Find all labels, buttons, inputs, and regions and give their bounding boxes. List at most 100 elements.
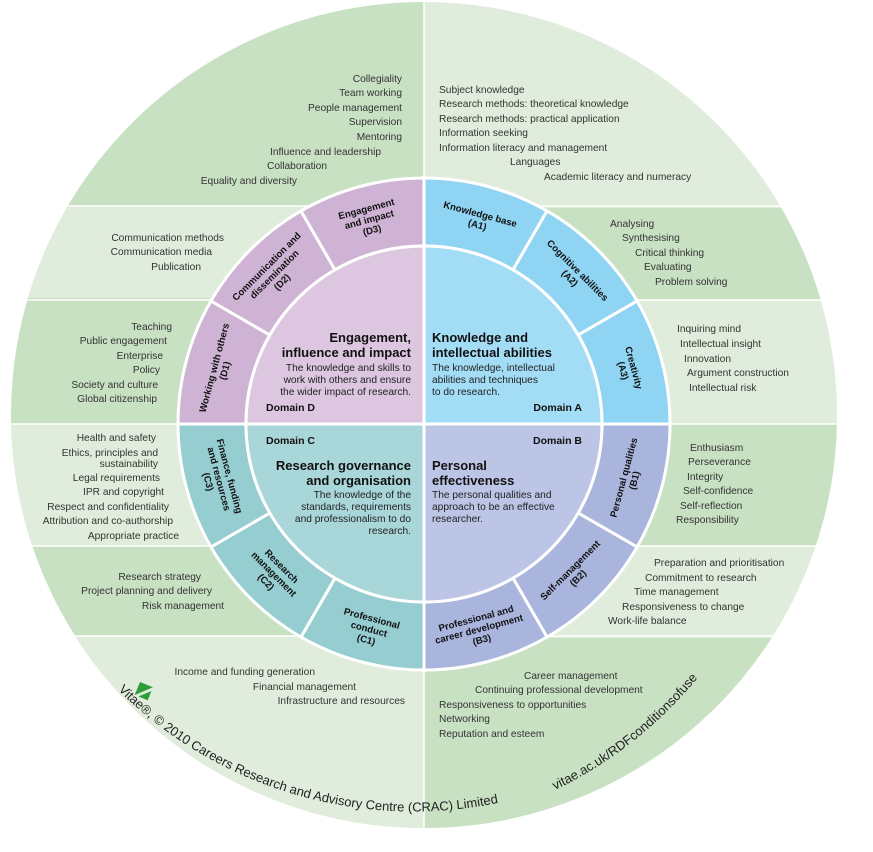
segment-label-c3-line-3: (C3) [200, 472, 215, 493]
domain-c-title-line-2: and organisation [306, 473, 411, 488]
attr-a2-3: Critical thinking [635, 248, 704, 259]
domain-b-tag: Domain B [533, 435, 582, 447]
attr-b3-1: Career management [524, 671, 618, 682]
attributes-a3: Inquiring mind Intellectual insight Inno… [677, 324, 789, 394]
attr-c2-1: Research strategy [118, 572, 202, 583]
domain-c-desc-line-4: research. [369, 526, 411, 537]
segment-label-a1-line-2: (A1) [467, 218, 488, 233]
attr-c1-7: Attribution and co-authorship [43, 516, 174, 527]
attr-b3-2: Continuing professional development [475, 685, 643, 696]
attributes-c2: Research strategy Project planning and d… [81, 572, 224, 612]
attr-c2-2: Project planning and delivery [81, 586, 213, 597]
attr-a3-5: Intellectual risk [689, 383, 757, 394]
attributes-c3: Income and funding generation Financial … [175, 667, 405, 707]
attr-b2-5: Work-life balance [608, 616, 687, 627]
domain-b-title-line-2: effectiveness [432, 473, 514, 488]
attr-a3-1: Inquiring mind [677, 324, 741, 335]
domain-c-block: Domain C Research governance and organis… [266, 435, 411, 537]
segment-label-d1-line-2: (D1) [218, 360, 233, 381]
attr-b3-4: Networking [439, 714, 490, 725]
attr-c1-3: sustainability [100, 459, 159, 470]
domain-a-desc-line-2: abilities and techniques [432, 375, 538, 386]
attr-c1-4: Legal requirements [73, 473, 160, 484]
attr-c3-3: Infrastructure and resources [278, 696, 405, 707]
attr-c2-3: Risk management [142, 601, 224, 612]
attr-d3-5: Society and culture [71, 380, 158, 391]
domain-b-block: Domain B Personal effectiveness The pers… [432, 435, 582, 525]
attr-b2-4: Responsiveness to change [622, 602, 745, 613]
attr-d3-2: Public engagement [80, 336, 167, 347]
domain-c-quadrant [245, 424, 424, 603]
attributes-a2: Analysing Synthesising Critical thinking… [610, 219, 728, 288]
attributes-c1: Health and safety Ethics, principles and… [43, 433, 180, 542]
attr-d1-6: Influence and leadership [270, 147, 381, 158]
domain-d-title-line-1: Engagement, [329, 330, 411, 345]
domain-d-title-line-2: influence and impact [282, 345, 412, 360]
quadrant-dividers [178, 176, 670, 672]
domain-a-quadrant [424, 245, 603, 424]
attr-a3-2: Intellectual insight [680, 339, 761, 350]
domain-d-desc-line-2: work with others and ensure [283, 375, 412, 386]
attr-d1-5: Mentoring [357, 132, 403, 143]
attr-c1-8: Appropriate practice [88, 531, 180, 542]
attr-b2-1: Preparation and prioritisation [654, 558, 784, 569]
attr-d3-1: Teaching [131, 322, 172, 333]
domain-quadrants [244, 244, 604, 604]
attr-a2-2: Synthesising [622, 233, 680, 244]
domain-b-title-line-1: Personal [432, 458, 487, 473]
attr-b1-1: Enthusiasm [690, 443, 743, 454]
attributes-a1: Subject knowledge Research methods: theo… [439, 85, 692, 183]
attr-d2-1: Communication methods [111, 233, 224, 244]
attr-d1-4: Supervision [349, 117, 402, 128]
domain-b-desc-line-3: researcher. [432, 514, 483, 525]
domain-d-desc-line-1: The knowledge and skills to [286, 363, 411, 374]
segment-label-b1-line-2: (B1) [627, 470, 642, 491]
domain-d-desc-line-3: the wider impact of research. [280, 387, 411, 398]
domain-a-tag: Domain A [533, 402, 582, 414]
attributes-b3: Career management Continuing professiona… [439, 671, 643, 740]
segment-label-c1-line-3: (C1) [356, 633, 377, 648]
attr-b3-5: Reputation and esteem [439, 729, 544, 740]
domain-a-title-line-1: Knowledge and [432, 330, 528, 345]
domain-d-quadrant [245, 245, 424, 424]
attributes-d2: Communication methods Communication medi… [111, 233, 224, 273]
attr-a2-4: Evaluating [644, 262, 692, 273]
attr-a1-5: Information literacy and management [439, 143, 607, 154]
attr-a1-6: Languages [510, 157, 560, 168]
attr-b1-4: Self-confidence [683, 486, 754, 497]
segment-label-a3-line-2: (A3) [615, 360, 630, 381]
attr-c1-5: IPR and copyright [83, 487, 164, 498]
domain-d-block: Engagement, influence and impact The kno… [266, 330, 412, 414]
attr-d1-3: People management [308, 103, 402, 114]
attr-b2-2: Commitment to research [645, 573, 757, 584]
attr-a3-4: Argument construction [687, 368, 789, 379]
attr-b1-5: Self-reflection [680, 501, 742, 512]
attr-a2-5: Problem solving [655, 277, 728, 288]
attr-a1-1: Subject knowledge [439, 85, 525, 96]
attr-c3-2: Financial management [253, 682, 356, 693]
logo-mark-bottom [138, 690, 152, 701]
attr-c3-1: Income and funding generation [175, 667, 315, 678]
attr-a1-4: Information seeking [439, 128, 528, 139]
domain-c-desc-line-2: standards, requirements [301, 502, 411, 513]
segment-label-c1: Professionalconduct(C1) [337, 606, 401, 653]
attr-a1-7: Academic literacy and numeracy [544, 172, 692, 183]
domain-b-quadrant [424, 424, 603, 603]
segment-label-d3-line-3: (D3) [362, 223, 383, 238]
domain-b-desc-line-2: approach to be an effective [432, 502, 555, 513]
attr-d2-3: Publication [151, 262, 201, 273]
domain-d-tag: Domain D [266, 402, 315, 414]
domain-c-desc-line-3: and professionalism to do [295, 514, 411, 525]
attr-a3-3: Innovation [684, 354, 731, 365]
attr-b2-3: Time management [634, 587, 719, 598]
attributes-b1: Enthusiasm Perseverance Integrity Self-c… [676, 443, 754, 526]
attr-a2-1: Analysing [610, 219, 655, 230]
attr-a1-2: Research methods: theoretical knowledge [439, 99, 629, 110]
band-b3 [424, 638, 837, 828]
attr-b3-3: Responsiveness to opportunities [439, 700, 586, 711]
attr-c1-2: Ethics, principles and [62, 448, 159, 459]
attr-c1-6: Respect and confidentiality [47, 502, 170, 513]
attr-d3-3: Enterprise [117, 351, 164, 362]
logo-mark-top [134, 682, 153, 695]
